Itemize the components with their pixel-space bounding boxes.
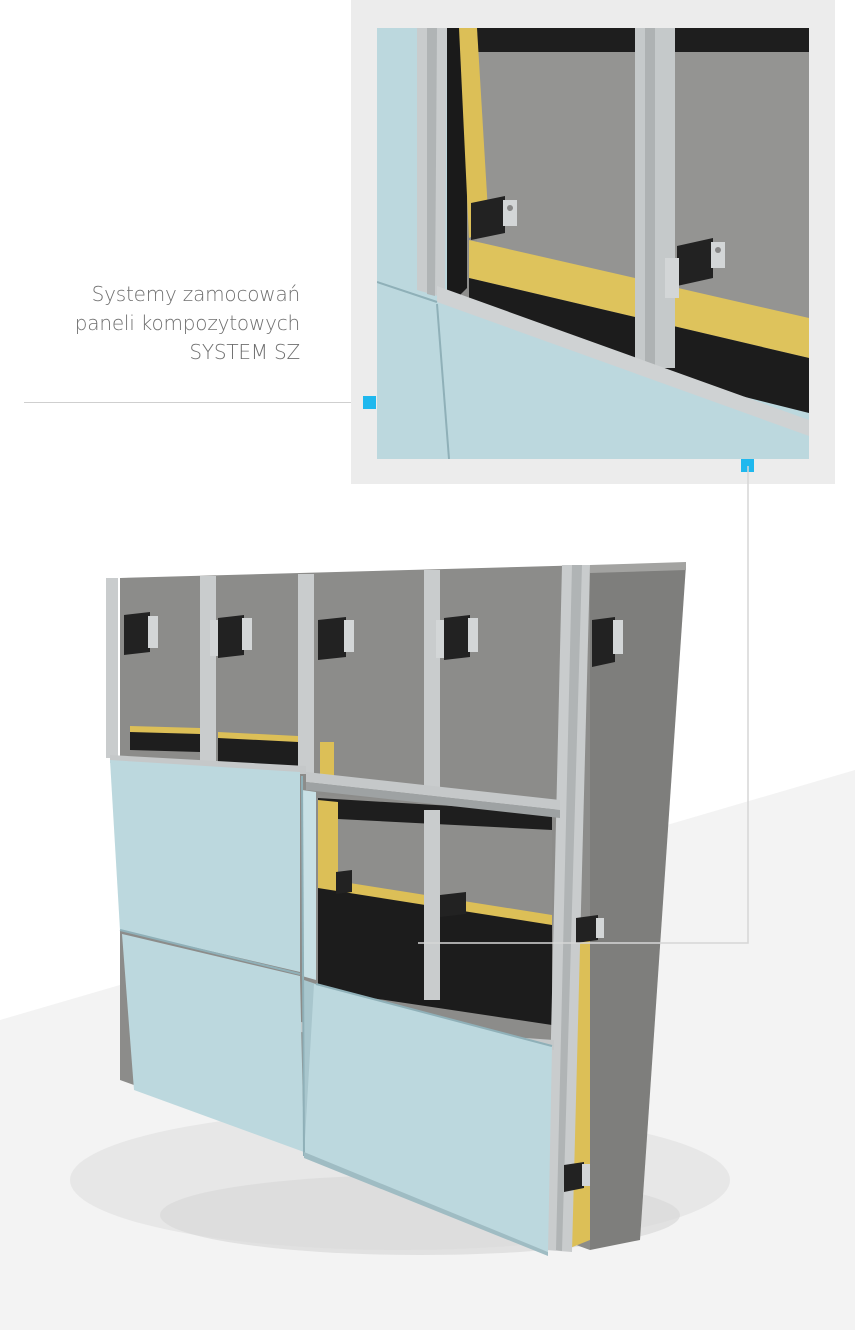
caption-line-2: paneli kompozytowych bbox=[74, 311, 300, 335]
wall-illustration bbox=[0, 540, 855, 1330]
caption-line-3: SYSTEM SZ bbox=[189, 340, 300, 364]
caption-marker-icon bbox=[363, 396, 376, 409]
detail-illustration bbox=[377, 28, 809, 459]
wall-bracket-icon bbox=[471, 196, 517, 240]
caption-leader-line bbox=[24, 402, 370, 403]
detail-marker-icon bbox=[741, 459, 754, 472]
wall-bracket-icon bbox=[665, 238, 725, 298]
caption-line-1: Systemy zamocowań bbox=[91, 282, 301, 306]
system-caption: Systemy zamocowań paneli kompozytowych S… bbox=[0, 280, 300, 367]
